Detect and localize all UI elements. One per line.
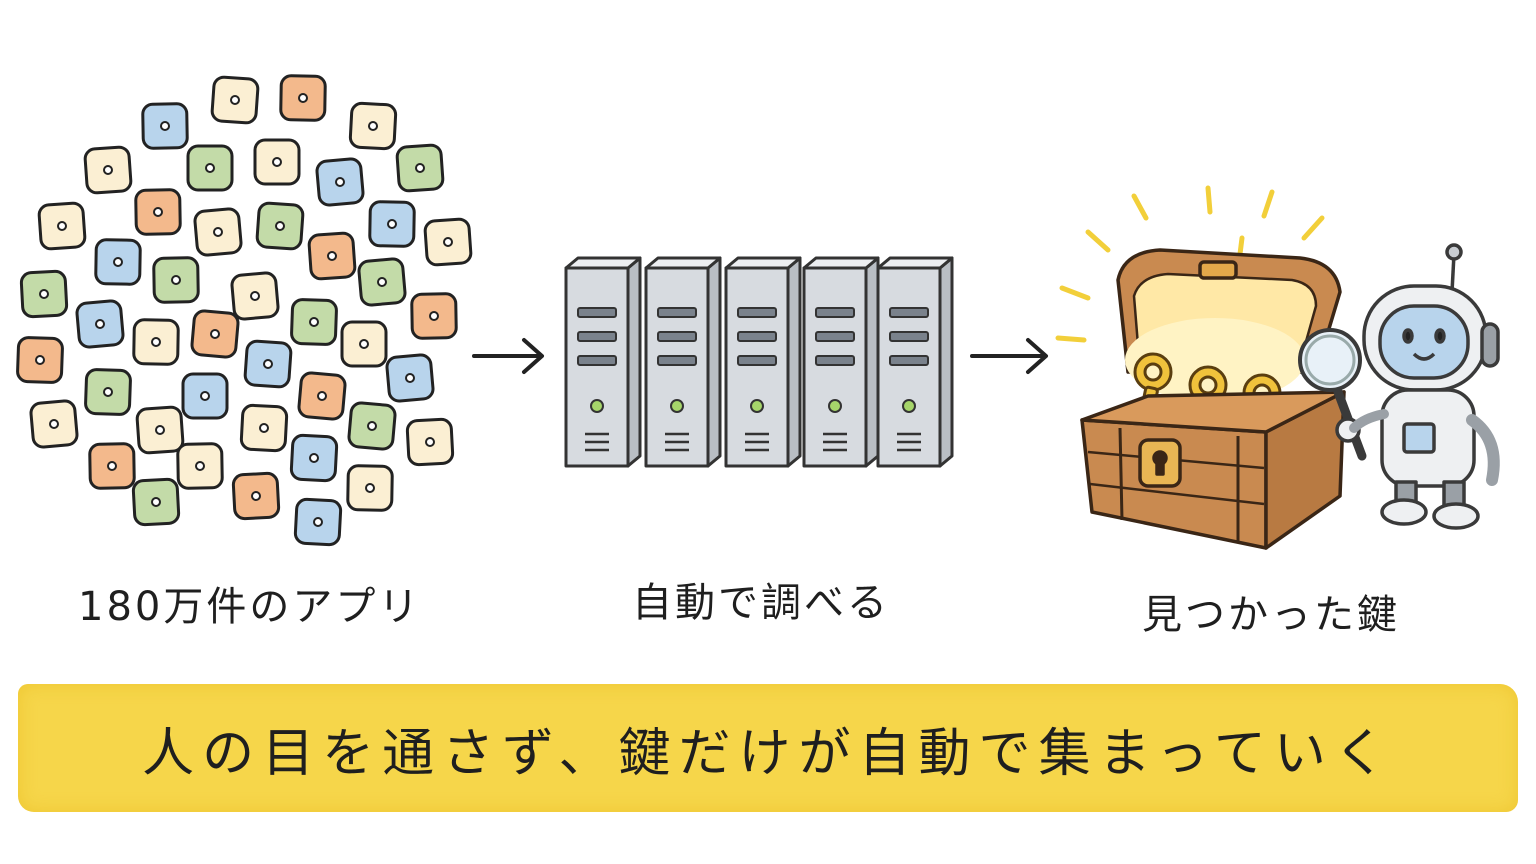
app-tile-icon — [290, 298, 338, 346]
app-tile-icon — [181, 372, 229, 420]
app-tile-icon — [190, 309, 240, 359]
app-tile-icon — [176, 442, 224, 490]
app-tile-icon — [347, 401, 397, 451]
app-tile-icon — [132, 318, 180, 366]
app-tile-icon — [357, 257, 407, 307]
app-tile-icon — [385, 353, 435, 403]
app-tile-icon — [135, 405, 185, 455]
app-tile-icon — [231, 471, 281, 521]
arrow-icon — [472, 338, 544, 374]
app-tile-icon — [239, 403, 289, 453]
app-tile-icon — [340, 320, 388, 368]
step-label-keys: 見つかった鍵 — [1142, 592, 1400, 638]
app-tile-icon — [348, 101, 398, 151]
robot-icon — [1335, 243, 1500, 530]
server-tower-icon — [876, 256, 954, 468]
app-tile-icon — [83, 145, 133, 195]
server-tower-icon — [644, 256, 722, 468]
summary-banner: 人の目を通さず、鍵だけが自動で集まっていく — [18, 684, 1518, 812]
app-tile-icon — [243, 339, 293, 389]
app-tile-icon — [423, 217, 473, 267]
app-tile-icon — [37, 201, 87, 251]
app-tile-icon — [84, 368, 132, 416]
arrow-icon — [970, 338, 1048, 374]
sparkle-rays — [1055, 185, 1325, 343]
app-tile-icon — [395, 143, 445, 193]
app-tile-icon — [94, 238, 142, 286]
app-tile-icon — [368, 200, 416, 248]
treasure-chest-icon — [1080, 248, 1346, 550]
app-tile-icon — [253, 138, 301, 186]
app-tile-icon — [75, 299, 125, 349]
app-icon-cloud — [16, 74, 473, 547]
step-label-apps: 180万件のアプリ — [78, 584, 422, 630]
app-tile-icon — [410, 292, 458, 340]
app-tile-icon — [307, 231, 357, 281]
app-tile-icon — [134, 188, 182, 236]
app-tile-icon — [131, 477, 181, 527]
app-tile-icon — [210, 75, 260, 125]
app-tile-icon — [16, 336, 64, 384]
app-tile-icon — [289, 433, 339, 483]
app-tile-icon — [405, 417, 455, 467]
server-tower-icon — [802, 256, 880, 468]
app-tile-icon — [279, 74, 327, 122]
magnifier-icon — [1298, 328, 1367, 461]
app-tile-icon — [193, 207, 243, 257]
app-tile-icon — [315, 157, 365, 207]
app-tile-icon — [29, 399, 79, 449]
app-tile-icon — [19, 269, 69, 319]
app-tile-icon — [346, 464, 394, 512]
app-tile-icon — [88, 442, 136, 490]
server-tower-icon — [564, 256, 642, 468]
app-tile-icon — [230, 271, 280, 321]
app-tile-icon — [186, 144, 234, 192]
app-tile-icon — [293, 497, 343, 547]
summary-banner-text: 人の目を通さず、鍵だけが自動で集まっていく — [142, 723, 1394, 784]
step-label-scan: 自動で調べる — [632, 580, 890, 626]
server-rack-group — [564, 256, 954, 468]
app-tile-icon — [141, 102, 189, 150]
app-tile-icon — [255, 201, 305, 251]
app-tile-icon — [152, 256, 200, 304]
app-tile-icon — [297, 371, 347, 421]
server-tower-icon — [724, 256, 802, 468]
